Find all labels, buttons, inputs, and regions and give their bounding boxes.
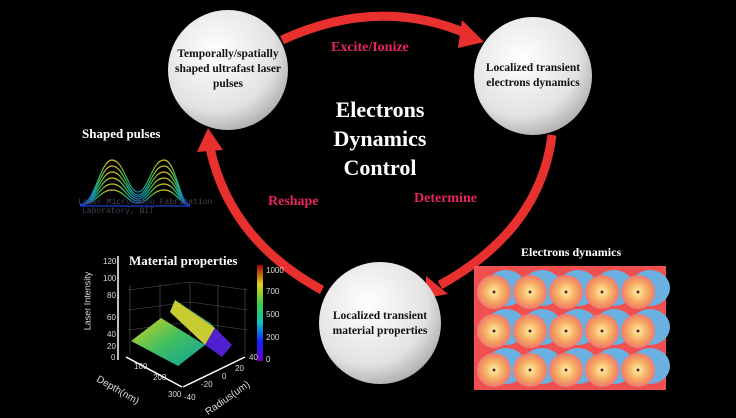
node-top-left: Temporally/spatially shaped ultrafast la… bbox=[174, 48, 282, 90]
y-tick: 40 bbox=[249, 353, 258, 362]
y-tick: 20 bbox=[235, 364, 244, 373]
shaped-pulses-title: Shaped pulses bbox=[82, 126, 161, 141]
colorbar-tick: 200 bbox=[266, 333, 280, 342]
nucleus bbox=[528, 290, 532, 294]
z-tick: 60 bbox=[107, 313, 116, 322]
node-circle-bottom bbox=[319, 262, 441, 384]
node-circle-top-left bbox=[168, 10, 288, 130]
nucleus bbox=[636, 290, 640, 294]
nucleus bbox=[492, 290, 496, 294]
nucleus bbox=[528, 329, 532, 333]
y-tick: -40 bbox=[184, 393, 196, 402]
watermark: Laser Micro/Nano Fabrication Laboratory,… bbox=[78, 198, 212, 216]
colorbar-tick: 0 bbox=[266, 355, 271, 364]
arrow-excite bbox=[280, 11, 484, 48]
x-tick: 300 bbox=[168, 390, 182, 399]
z-tick: 0 bbox=[111, 353, 116, 362]
nucleus bbox=[600, 329, 604, 333]
colorbar-tick: 1000 bbox=[266, 266, 284, 275]
colorbar-tick: 500 bbox=[266, 310, 280, 319]
arrow-label-excite: Excite/Ionize bbox=[331, 40, 409, 55]
z-tick: 40 bbox=[107, 330, 116, 339]
z-tick: 120 bbox=[103, 257, 117, 266]
node-circle-top-right bbox=[474, 17, 592, 135]
nucleus bbox=[600, 368, 604, 372]
nucleus bbox=[636, 368, 640, 372]
node-top-right: Localized transient electrons dynamics bbox=[485, 62, 581, 89]
node-bottom: Localized transient material properties bbox=[332, 310, 428, 337]
center-title: Electrons Dynamics Control bbox=[300, 95, 460, 182]
nucleus bbox=[564, 329, 568, 333]
electrons-dynamics-image bbox=[474, 266, 670, 390]
watermark-line: Laser Micro/Nano Fabrication bbox=[78, 198, 213, 207]
nucleus bbox=[600, 290, 604, 294]
nucleus bbox=[492, 329, 496, 333]
electrons-dynamics-title: Electrons dynamics bbox=[521, 245, 622, 259]
x-tick: 100 bbox=[134, 362, 148, 371]
center-title-line: Dynamics bbox=[333, 126, 427, 151]
material-properties-plot bbox=[117, 256, 263, 388]
z-axis-label: Laser Intensity bbox=[82, 271, 93, 331]
y-tick: -20 bbox=[201, 380, 213, 389]
material-properties-title: Material properties bbox=[129, 253, 238, 268]
watermark-line: Laboratory, BIT bbox=[82, 207, 155, 216]
center-title-line: Control bbox=[343, 155, 417, 180]
z-tick: 100 bbox=[103, 274, 117, 283]
colorbar-tick: 700 bbox=[266, 287, 280, 296]
nucleus bbox=[528, 368, 532, 372]
center-title-line: Electrons bbox=[335, 97, 425, 122]
nucleus bbox=[564, 368, 568, 372]
nucleus bbox=[492, 368, 496, 372]
arrow-label-reshape: Reshape bbox=[268, 194, 319, 209]
arrow-label-determine: Determine bbox=[414, 191, 477, 206]
shaped-pulses-plot bbox=[79, 159, 191, 207]
x-tick: 200 bbox=[153, 373, 167, 382]
arrow-reshape bbox=[197, 128, 325, 294]
nucleus bbox=[564, 290, 568, 294]
nucleus bbox=[636, 329, 640, 333]
z-tick: 20 bbox=[107, 342, 116, 351]
z-tick: 80 bbox=[107, 291, 116, 300]
y-tick: 0 bbox=[222, 372, 227, 381]
